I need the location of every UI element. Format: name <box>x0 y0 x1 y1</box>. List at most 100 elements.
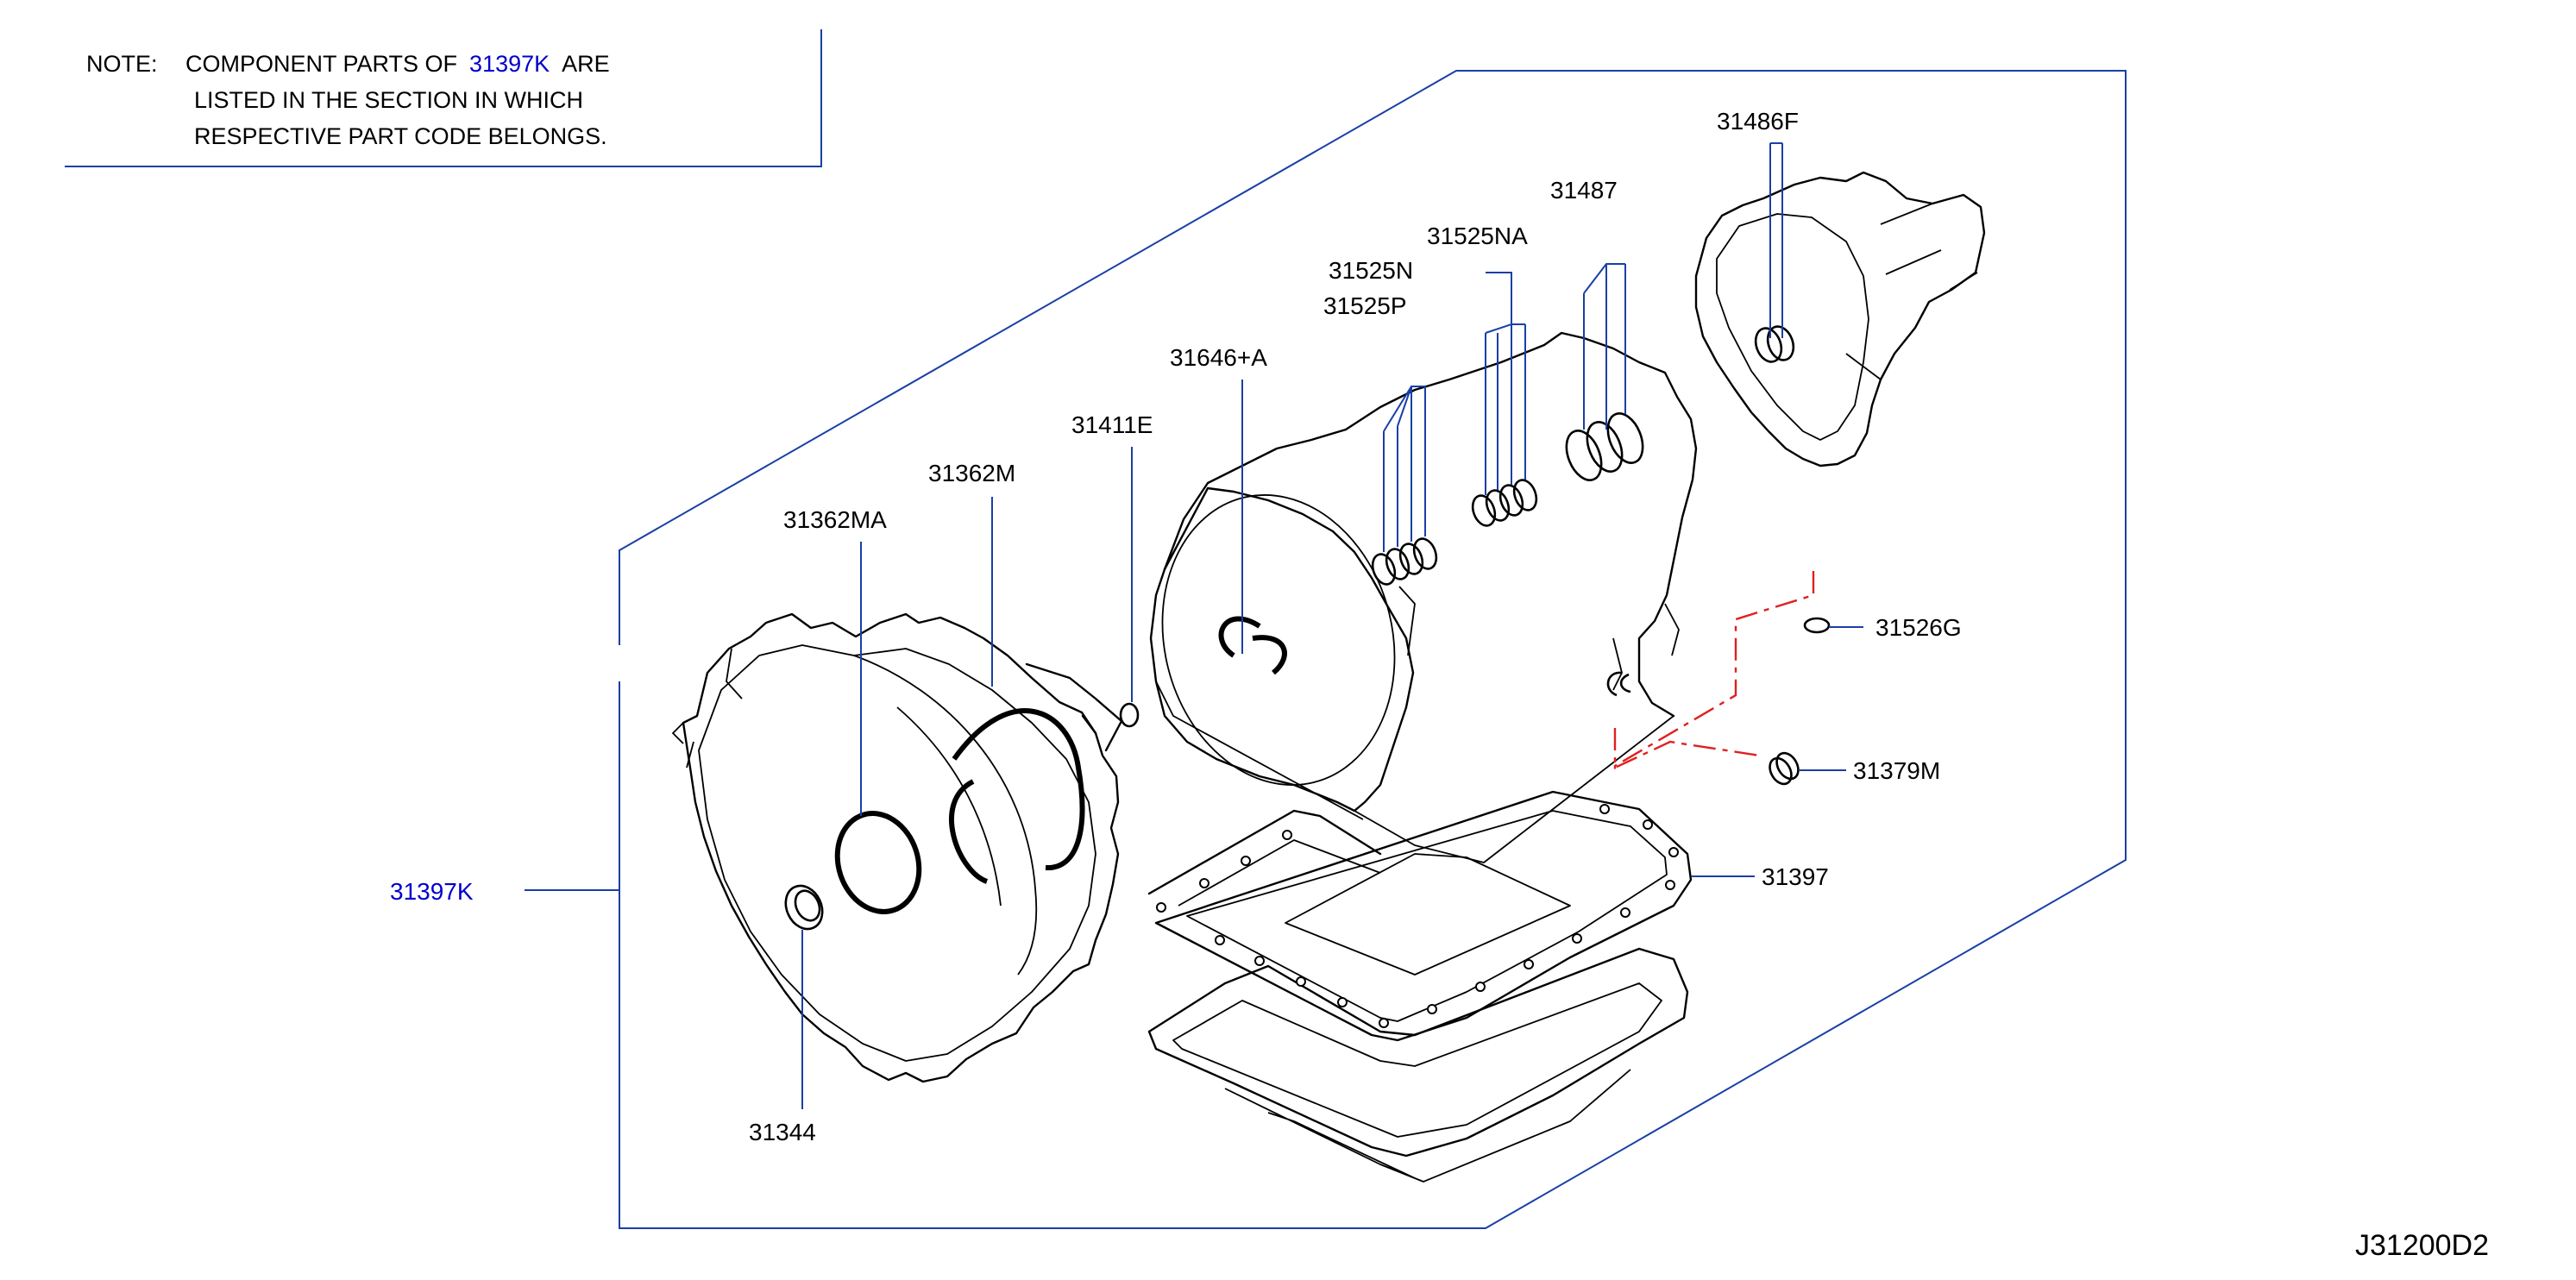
note-prefix: NOTE: <box>86 51 158 77</box>
transmission-case <box>1149 331 1698 863</box>
callout-31525n[interactable]: 31525N <box>1329 257 1413 284</box>
seal-ring-31525p-1 <box>1371 553 1397 586</box>
ring-31486f-a <box>1754 327 1783 363</box>
gasket-bolt-hole <box>1427 1004 1437 1014</box>
seal-ring-31525na-4 <box>1512 479 1538 511</box>
seal-31362m-lower <box>949 779 989 884</box>
gasket-bolt-hole <box>1199 878 1209 888</box>
callout-31646a[interactable]: 31646+A <box>1170 344 1267 371</box>
kit-boundary: 31397K <box>390 70 2127 1229</box>
callout-31362ma[interactable]: 31362MA <box>783 506 887 533</box>
plug-31379m <box>1775 751 1800 781</box>
callout-31487[interactable]: 31487 <box>1550 177 1618 204</box>
callout-31397k[interactable]: 31397K <box>390 878 474 905</box>
gasket-bolt-hole <box>1282 830 1292 840</box>
case-side-detail <box>1398 586 1680 691</box>
reference-line-upper <box>1613 571 1815 773</box>
gasket-bolt-hole <box>1156 902 1166 913</box>
leader-31525na-cap <box>1485 323 1525 334</box>
note-line-1-after: ARE <box>562 51 610 77</box>
gasket-bolt-hole <box>1215 935 1225 945</box>
note-link-31397k[interactable]: 31397K <box>469 51 550 77</box>
leader-31525na-top <box>1486 272 1512 336</box>
seal-ring-31525n-2 <box>1412 537 1438 570</box>
note-line-2: LISTED IN THE SECTION IN WHICH <box>194 87 583 113</box>
kit-boundary-outline <box>619 70 2127 1229</box>
oil-seal-31344-inner <box>794 889 821 922</box>
gasket-bolt-hole <box>1475 982 1486 992</box>
note-line-1-before: COMPONENT PARTS OF <box>185 51 457 77</box>
o-ring-31526g <box>1803 617 1831 634</box>
callout-31526g[interactable]: 31526G <box>1875 614 1962 641</box>
reference-line-lower <box>1613 728 1761 769</box>
gasket-bolt-hole <box>1572 933 1582 944</box>
note-box-border <box>65 29 822 167</box>
leader-31487-cap <box>1583 263 1625 294</box>
gasket-bolt-hole <box>1643 819 1653 830</box>
seal-ring-31525na-2 <box>1485 489 1511 522</box>
transmission-case-front-face <box>1149 486 1415 813</box>
extension-housing-inner <box>1716 213 1869 441</box>
reference-lines <box>1613 571 1815 773</box>
plug-31379m-thread <box>1769 756 1793 786</box>
gasket-bolt-hole <box>1254 956 1265 966</box>
ring-31486f-b <box>1766 325 1795 361</box>
converter-housing-flange <box>1025 662 1123 752</box>
extension-housing-outline <box>1694 171 1986 467</box>
snap-ring-31646a <box>1218 616 1287 675</box>
oil-pan-inner <box>1172 982 1662 1138</box>
note-line-1: COMPONENT PARTS OF 31397K ARE <box>185 51 610 77</box>
callout-31525na[interactable]: 31525NA <box>1427 223 1528 249</box>
seal-rings <box>784 412 1831 931</box>
gasket-bolt-hole <box>1668 847 1679 857</box>
callout-31362m[interactable]: 31362M <box>928 460 1015 486</box>
oil-seal-31344 <box>784 884 824 931</box>
seal-31362m-upper <box>952 708 1085 871</box>
gasket-bolt-hole <box>1620 907 1630 918</box>
seal-ring-31525na-1 <box>1471 494 1497 527</box>
oil-pan <box>1147 947 1689 1183</box>
diagram-code: J31200D2 <box>2355 1229 2489 1262</box>
gasket-inner <box>1178 810 1668 1022</box>
seal-ring-31525na-3 <box>1498 484 1524 517</box>
transmission-case-outline <box>1163 331 1698 718</box>
gasket-bolt-hole <box>1337 997 1348 1007</box>
gasket-bolt-hole <box>1296 976 1306 987</box>
leader-31525n-cap <box>1397 386 1412 427</box>
o-ring-31411e <box>1119 702 1140 728</box>
gasket-bolt-hole <box>1524 959 1534 969</box>
converter-housing-bell <box>853 655 1038 976</box>
case-fitting <box>1606 671 1631 697</box>
callout-labels: 31486F 31487 31525NA 31525N 31525P 31646… <box>749 108 2489 1262</box>
gasket-bolt-holes <box>1156 804 1679 1028</box>
note-box: NOTE: COMPONENT PARTS OF 31397K ARE LISTED… <box>65 29 822 167</box>
oil-pan-bottom <box>1224 1069 1631 1183</box>
seal-ring-31525p-2 <box>1385 548 1411 580</box>
seal-ring-31487-1 <box>1565 430 1603 481</box>
oil-pan-outline <box>1147 947 1689 1158</box>
converter-housing <box>672 612 1123 1083</box>
callout-31344[interactable]: 31344 <box>749 1119 816 1145</box>
callout-31486f[interactable]: 31486F <box>1717 108 1799 135</box>
seal-ring-31487-3 <box>1606 412 1644 464</box>
callout-31397[interactable]: 31397 <box>1762 863 1829 890</box>
note-line-3: RESPECTIVE PART CODE BELONGS. <box>194 123 607 149</box>
oil-pan-gasket <box>1147 790 1693 1042</box>
gasket-bolt-hole <box>1241 856 1251 866</box>
gasket-bolt-hole <box>1665 880 1675 890</box>
o-ring-31362ma <box>834 811 922 914</box>
case-lower-edge <box>1155 681 1674 863</box>
leader-lines <box>801 142 1863 1109</box>
extension-housing <box>1694 171 1986 467</box>
gasket-center-panel <box>1285 853 1571 976</box>
callout-31411e[interactable]: 31411E <box>1071 411 1153 438</box>
callout-31379m[interactable]: 31379M <box>1853 757 1940 784</box>
seal-ring-31525n-1 <box>1398 543 1424 575</box>
callout-31525p[interactable]: 31525P <box>1323 292 1407 319</box>
converter-housing-left-lugs <box>672 648 743 769</box>
gasket-bolt-hole <box>1379 1018 1389 1028</box>
gasket-bolt-hole <box>1599 804 1610 814</box>
extension-tail <box>1845 203 1978 380</box>
gasket-outline <box>1147 790 1693 1042</box>
